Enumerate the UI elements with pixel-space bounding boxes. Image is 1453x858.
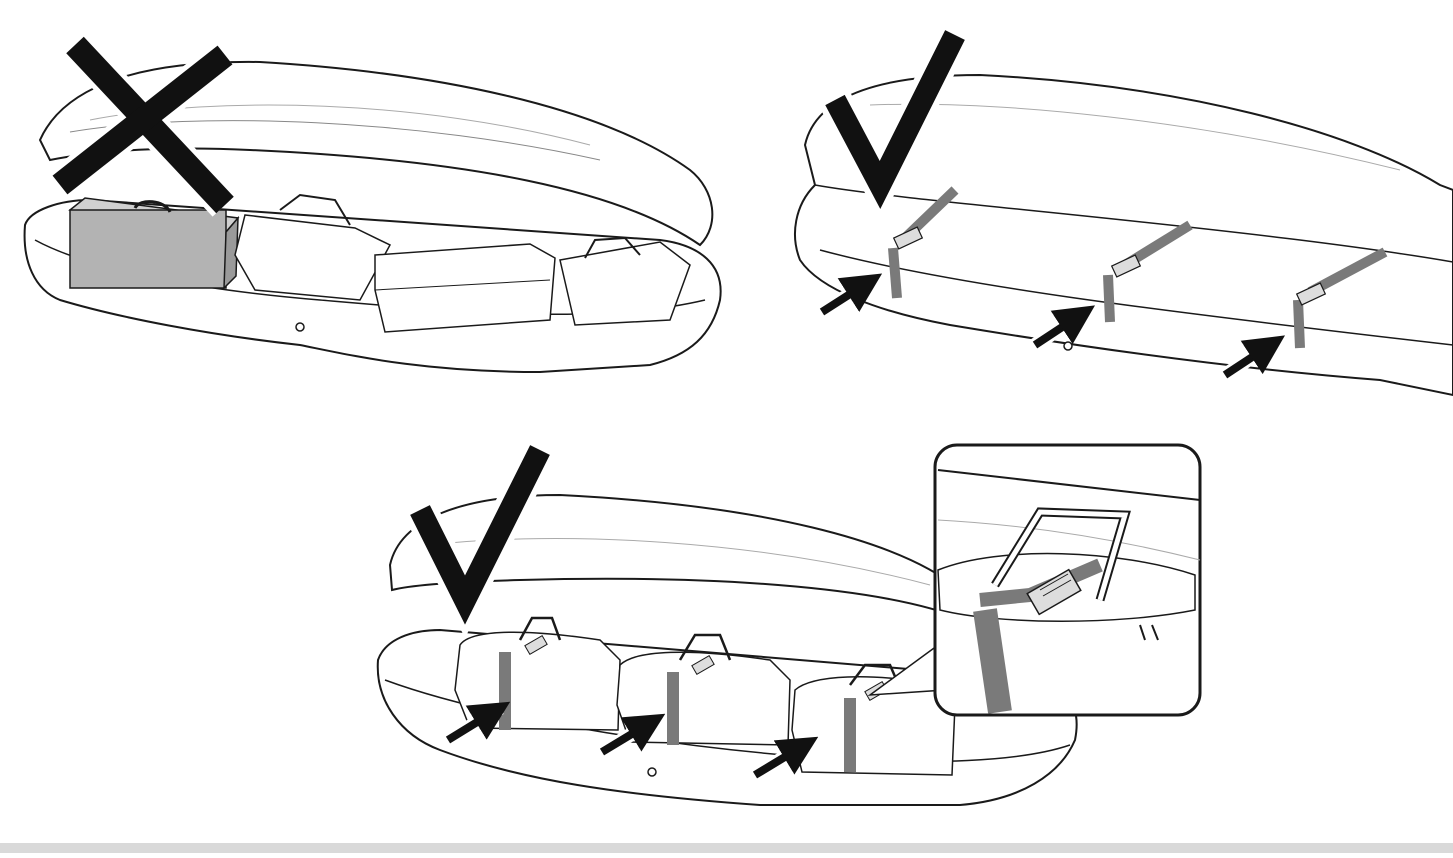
check-mark-icon [819, 27, 971, 223]
pointer-arrow-icon [444, 701, 511, 746]
box-icon [374, 243, 556, 333]
panel-incorrect-loading [23, 33, 722, 374]
roof-box-closed [794, 73, 1453, 397]
strap-icon [1293, 247, 1388, 349]
strap-icon [888, 186, 959, 299]
panel-correct-lid-closed [794, 27, 1453, 397]
cross-mark-icon [49, 33, 238, 217]
pointer-arrow-icon [598, 713, 666, 758]
panel-correct-bags-strapped [376, 442, 1202, 806]
pointer-arrow-icon [1221, 335, 1286, 381]
footer-rule [0, 843, 1453, 853]
strap-icon [1103, 220, 1193, 323]
pointer-arrow-icon [818, 273, 883, 318]
bag-icon [559, 236, 691, 326]
pointer-arrow-icon [751, 736, 819, 781]
pointer-arrow-icon [1031, 305, 1096, 351]
buckle-detail-icon [933, 443, 1202, 717]
check-mark-icon [404, 442, 556, 639]
case-icon [68, 197, 240, 290]
bag-icon [234, 193, 392, 301]
